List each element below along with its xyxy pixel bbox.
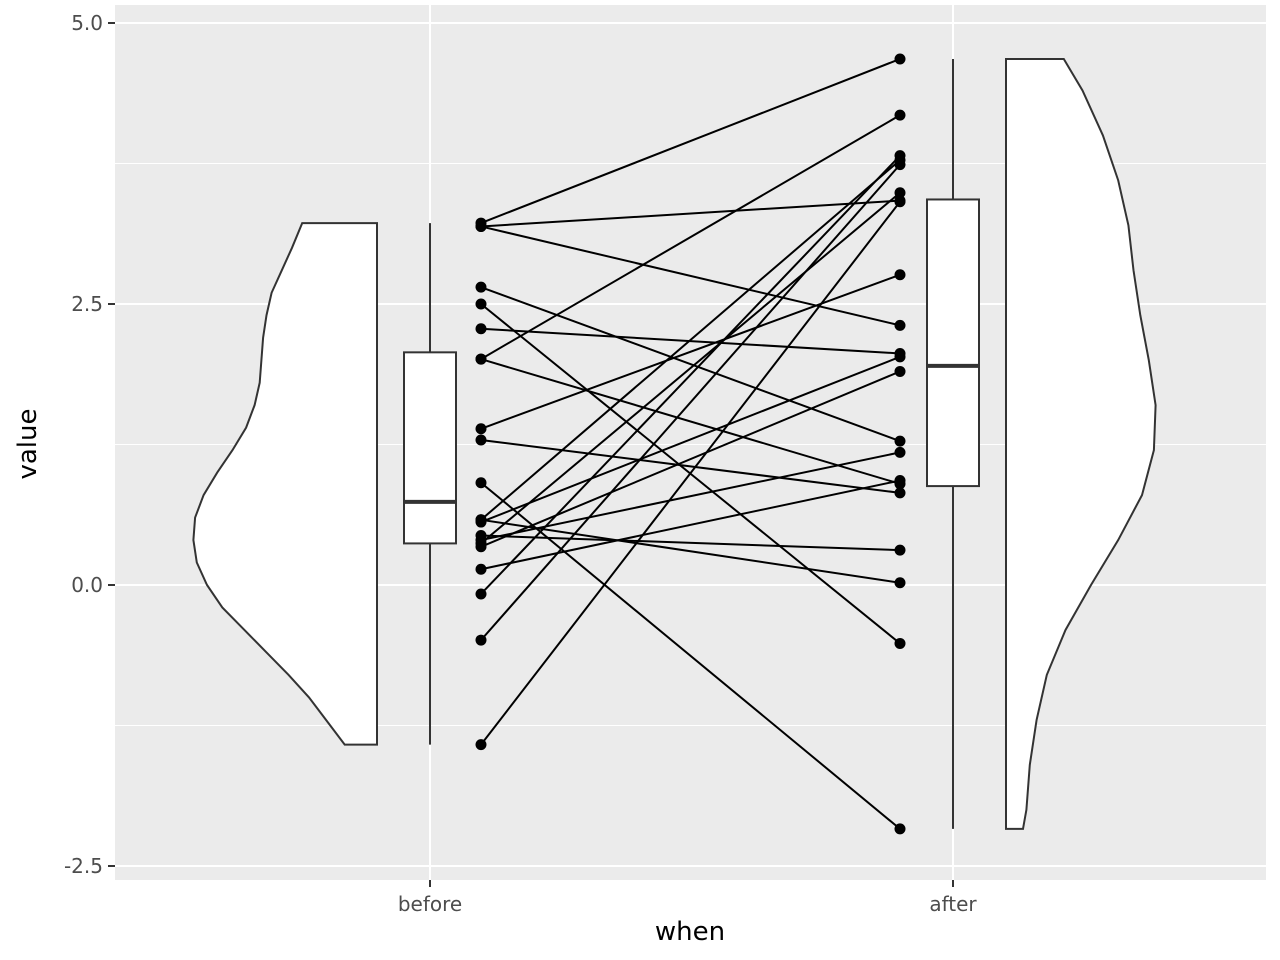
point-before: [475, 563, 487, 575]
data-points: [475, 53, 906, 835]
point-before: [475, 516, 487, 528]
point-before: [475, 281, 487, 293]
point-after: [894, 187, 906, 199]
point-before: [475, 541, 487, 553]
pair-line: [480, 355, 901, 523]
y-tick-label: -2.5: [64, 854, 103, 878]
pair-line: [480, 163, 901, 641]
point-after: [894, 196, 906, 208]
pair-line: [480, 439, 901, 494]
point-after: [894, 544, 906, 556]
point-after: [894, 159, 906, 171]
pair-line: [480, 358, 901, 485]
pair-line: [480, 518, 901, 584]
x-tick-label: after: [929, 892, 977, 916]
axes: -2.5 0.0 2.5 5.0 before after: [64, 11, 977, 916]
point-after: [894, 351, 906, 363]
y-tick-label: 0.0: [71, 573, 103, 597]
paired-lines: [480, 58, 901, 830]
point-after: [894, 823, 906, 835]
point-before: [475, 588, 487, 600]
point-after: [894, 150, 906, 162]
point-before: [475, 634, 487, 646]
point-after: [894, 474, 906, 486]
point-before: [475, 298, 487, 310]
box-after: [926, 198, 980, 488]
x-axis-title: when: [655, 917, 725, 947]
point-before: [475, 739, 487, 751]
point-after: [894, 269, 906, 281]
point-after: [894, 435, 906, 447]
point-after: [894, 53, 906, 65]
pair-line: [480, 225, 901, 327]
pair-line: [480, 154, 901, 595]
y-axis-title: value: [13, 408, 43, 479]
half-violins: [192, 57, 1157, 830]
pair-line: [480, 114, 901, 360]
pair-line: [480, 286, 901, 443]
point-before: [475, 323, 487, 335]
y-tick-label: 2.5: [71, 292, 103, 316]
y-tick-label: 5.0: [71, 11, 103, 35]
point-after: [894, 577, 906, 589]
point-before: [475, 220, 487, 232]
pair-line: [480, 58, 901, 225]
point-after: [894, 487, 906, 499]
box-before: [403, 351, 457, 545]
pair-line: [480, 191, 901, 545]
density-after: [1005, 57, 1157, 830]
point-after: [894, 365, 906, 377]
pair-line: [480, 481, 901, 830]
point-after: [894, 319, 906, 331]
pair-line: [480, 451, 901, 542]
pair-line: [480, 534, 901, 552]
point-after: [894, 637, 906, 649]
point-after: [894, 446, 906, 458]
point-before: [475, 353, 487, 365]
point-before: [475, 434, 487, 446]
boxplots: [403, 58, 980, 829]
pair-line: [480, 201, 901, 746]
pair-line: [480, 273, 901, 430]
density-before: [192, 222, 378, 746]
x-tick-label: before: [398, 892, 462, 916]
pair-line: [480, 370, 901, 548]
point-before: [475, 423, 487, 435]
point-before: [475, 477, 487, 489]
pair-line: [480, 479, 901, 571]
pair-line: [480, 199, 901, 228]
pair-line: [480, 159, 901, 521]
point-after: [894, 109, 906, 121]
